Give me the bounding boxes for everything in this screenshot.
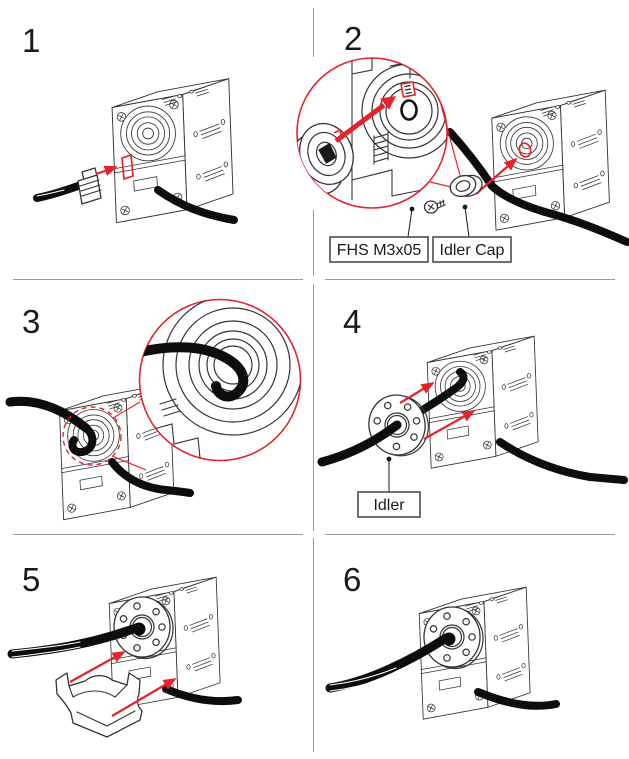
motor-cable — [154, 186, 238, 224]
motor-illustration — [426, 335, 539, 469]
cable-end-in-hub — [132, 622, 146, 636]
label-fhs-screw-text: FHS M3x05 — [337, 242, 422, 259]
magnifier-leader-line — [112, 401, 141, 419]
fhs-screw-part — [423, 199, 446, 214]
vent-ladder — [373, 131, 389, 165]
panel-step-6: 6 — [325, 561, 560, 720]
connector-slot-highlight — [121, 153, 134, 181]
insert-arrow — [475, 157, 518, 195]
motor-illustration — [491, 89, 610, 231]
step-3-number: 3 — [22, 303, 40, 340]
cable-strand-line — [11, 641, 81, 652]
cable-strand-line — [11, 646, 81, 658]
cable-strand-line — [329, 667, 397, 686]
big-red-arrow-head — [380, 96, 396, 110]
cable-connector — [77, 167, 102, 205]
label-idler-text: Idler — [373, 497, 405, 514]
idler-cap-part — [449, 174, 483, 198]
label-fhs-screw: FHS M3x05 — [329, 236, 429, 263]
motor-cable — [446, 128, 629, 246]
connector-cable — [33, 182, 82, 202]
attach-arrow — [111, 678, 177, 717]
magnifier-circle — [138, 298, 302, 462]
vent-highlight-red — [400, 81, 417, 98]
big-red-arrow-shaft — [334, 103, 386, 143]
magnifier-leader-line — [111, 455, 147, 471]
cable-strand-line — [329, 673, 397, 692]
lower-cable — [108, 458, 194, 497]
panel-step-1: 1 — [22, 22, 238, 224]
panel-dividers — [13, 8, 615, 752]
step-6-number: 6 — [343, 561, 361, 598]
panel-step-4: 4 Idler — [317, 303, 628, 518]
label-idler-cap: Idler Cap — [432, 236, 512, 263]
magnifier-content — [139, 299, 301, 459]
panel-step-2: 2 — [296, 20, 629, 263]
label-idler-cap-text: Idler Cap — [440, 242, 505, 259]
cable-end-in-hub — [442, 632, 456, 646]
step-1-number: 1 — [22, 22, 40, 59]
cable-into-hub — [5, 396, 91, 433]
bracket-part — [55, 672, 143, 738]
step-5-number: 5 — [22, 561, 40, 598]
attach-arrow — [423, 410, 476, 440]
attach-arrow — [399, 382, 435, 404]
panel-step-3: 3 — [5, 298, 302, 521]
leader-line — [407, 208, 413, 238]
step-2-number: 2 — [344, 20, 362, 57]
magnifier-leader-line — [439, 100, 462, 180]
leader-line — [464, 206, 470, 238]
lower-cable — [474, 688, 560, 710]
lower-cable — [162, 685, 242, 706]
insert-arrow — [95, 165, 118, 176]
label-idler: Idler — [357, 491, 421, 518]
cable-strand-line — [36, 189, 65, 197]
cap-hole-highlight — [518, 142, 532, 158]
lower-cable — [496, 438, 628, 484]
attach-arrow — [69, 651, 126, 683]
cable-curl — [68, 424, 97, 457]
mount-hole — [400, 99, 418, 121]
step-4-number: 4 — [343, 303, 361, 340]
panel-step-5: 5 — [7, 561, 242, 738]
cable-wrap-magnified — [139, 342, 249, 402]
cable-into-hub — [7, 623, 141, 659]
detail-area-dashed-circle — [62, 406, 122, 466]
cable-into-hub — [325, 633, 451, 693]
cable-through-ring — [317, 420, 402, 467]
